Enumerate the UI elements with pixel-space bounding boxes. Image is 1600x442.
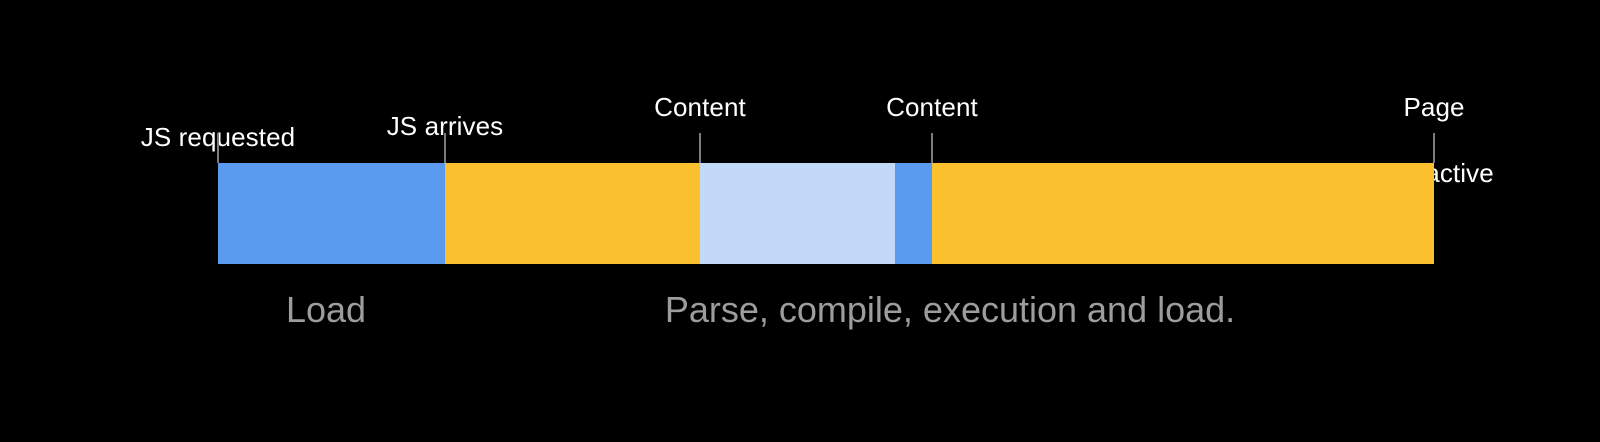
marker-label-line1: Page: [1403, 92, 1465, 122]
segment-content-fetch-idle: [700, 163, 895, 264]
tick-page-interactive: [1433, 133, 1435, 163]
tick-content-fetch: [699, 133, 701, 163]
segment-parse-execute-2: [932, 163, 1434, 264]
phase-caption-parse-compile-execute: Parse, compile, execution and load.: [550, 288, 1350, 332]
tick-js-requested: [217, 133, 219, 163]
phase-caption-text: Parse, compile, execution and load.: [664, 289, 1236, 330]
segment-content-download: [895, 163, 932, 264]
marker-label-line1: Content: [654, 92, 746, 122]
tick-content-arrives: [931, 133, 933, 163]
tick-js-arrives: [444, 133, 446, 163]
timeline-bar: [218, 163, 1434, 264]
phase-caption-load: Load: [226, 288, 426, 332]
segment-parse-execute-1: [445, 163, 700, 264]
marker-label-line1: Content: [886, 92, 978, 122]
marker-label-line1: JS requested: [140, 122, 296, 152]
marker-label-js-arrives: JS arrives: [345, 77, 545, 143]
phase-caption-text: Load: [285, 289, 367, 330]
marker-label-js-requested: JS requested: [96, 88, 340, 154]
segment-load-download: [218, 163, 445, 264]
marker-label-line1: JS arrives: [386, 111, 504, 141]
